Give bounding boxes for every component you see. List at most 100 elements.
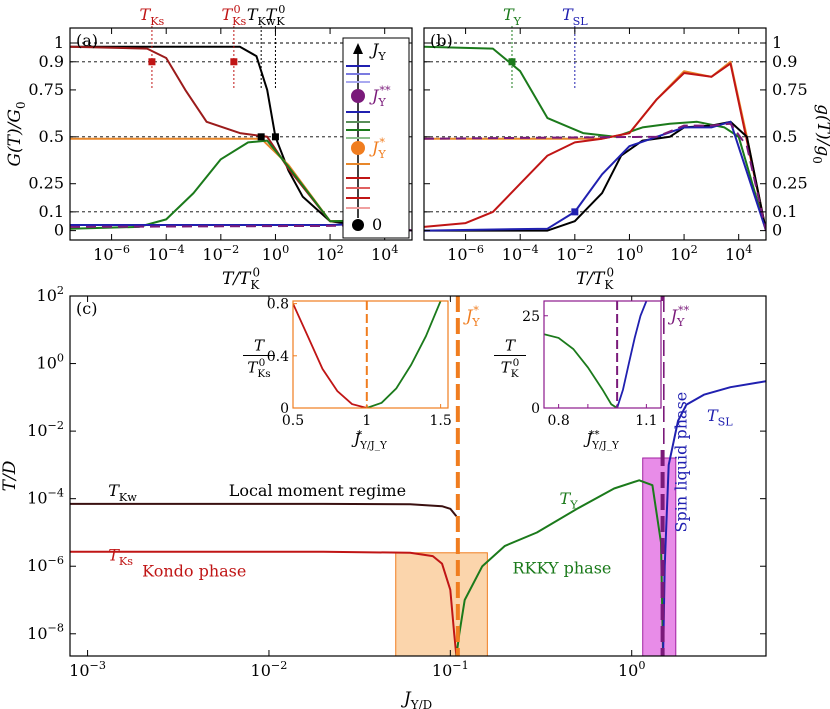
scale-marker — [257, 133, 265, 141]
y-tick-label: 0.1 — [772, 202, 797, 221]
annotation: Kondo phase — [142, 561, 246, 580]
x-tick-label: 100 — [618, 659, 645, 680]
inset-series-line — [293, 303, 368, 408]
scale-marker — [230, 58, 238, 66]
plot-frame — [423, 27, 767, 241]
x-tick-label: 100 — [616, 243, 643, 264]
series-group — [70, 380, 766, 656]
legend-label: JY** — [369, 84, 391, 109]
series-line-4 — [424, 120, 766, 232]
panel-label: (c) — [76, 299, 97, 318]
scale-label: TKw — [247, 5, 276, 28]
scale-label: TY — [503, 5, 522, 28]
x-tick-label: 10−6 — [447, 243, 484, 264]
x-tick-label: 10−2 — [251, 659, 288, 680]
y-tick-label: 0.5 — [39, 127, 64, 146]
y-axis-label: T/D — [0, 460, 20, 491]
inset-x-tick-label: 0.8 — [547, 413, 569, 429]
y-tick-label: 10−2 — [27, 419, 64, 440]
inset-x-tick-label: 1 — [362, 413, 371, 429]
y-tick-label: 10−8 — [27, 622, 64, 643]
x-tick-label: 10−2 — [556, 243, 593, 264]
series-group — [424, 45, 766, 232]
inset-series-line — [616, 301, 648, 408]
series-line-t-kw — [70, 502, 458, 517]
series-line-2 — [424, 62, 766, 231]
y-tick-label: 0 — [54, 221, 64, 240]
inset-series-line — [366, 301, 442, 408]
inset-series-line — [544, 333, 618, 408]
inset-y-label-den: TK0 — [501, 357, 520, 380]
x-tick-label: 10−2 — [202, 243, 239, 264]
inset-y-tick-label: 0.4 — [267, 349, 289, 365]
inset-x-axis-label: JY/J_Y** — [583, 428, 620, 451]
inset-y-label-num: T — [505, 337, 516, 355]
series-line-t-sl — [662, 380, 766, 656]
series-line-t-y — [455, 479, 665, 656]
y-tick-label: 0.9 — [772, 52, 797, 71]
y-tick-label: 0.1 — [39, 202, 64, 221]
inset-frame — [543, 300, 662, 409]
y-tick-label: 0.5 — [772, 127, 797, 146]
x-tick-label: 100 — [262, 243, 289, 264]
x-axis-label: JY/D — [401, 689, 432, 709]
inset-background — [253, 301, 450, 448]
scale-marker — [148, 58, 156, 66]
annotation: RKKY phase — [512, 559, 611, 578]
x-axis-label: T/TK0 — [222, 265, 260, 292]
legend-label: JY — [369, 40, 386, 63]
inset-x-axis-label: JY/J_Y* — [351, 428, 388, 451]
legend-dot — [352, 219, 364, 231]
inset-y-tick-label: 25 — [522, 309, 540, 325]
y-tick-label: 0.25 — [772, 174, 808, 193]
y-tick-label: 0.75 — [28, 80, 64, 99]
y-tick-label: 0.9 — [39, 52, 64, 71]
x-tick-label: 10−3 — [69, 659, 106, 680]
legend-dot — [351, 89, 365, 103]
series-line-3 — [424, 120, 766, 232]
plot-frame — [69, 27, 413, 241]
inset-background — [504, 301, 663, 448]
y-axis-label: G(T)/G0 — [5, 101, 28, 166]
x-axis-label: T/TK0 — [576, 265, 614, 292]
shaded-region-1 — [642, 457, 677, 656]
scale-marker — [508, 58, 516, 66]
critical-label: JY* — [463, 304, 480, 329]
x-tick-label: 10−6 — [93, 243, 130, 264]
scale-label: TKs — [140, 5, 165, 28]
series-line-5 — [424, 122, 766, 231]
y-tick-label: 0.75 — [772, 80, 808, 99]
legend-dot — [351, 141, 365, 155]
inset-x-tick-label: 1.1 — [635, 413, 657, 429]
x-tick-label: 104 — [725, 243, 752, 264]
x-tick-label: 10−4 — [502, 243, 539, 264]
annotation: TY — [560, 489, 579, 512]
series-line-t-ks — [70, 550, 458, 656]
panel-label: (b) — [430, 31, 453, 50]
shaded-region-0 — [395, 552, 488, 656]
inset-x-tick-label: 0.5 — [282, 413, 304, 429]
inset-y-label-num: T — [254, 337, 265, 355]
inset-y-tick-label: 0 — [531, 401, 540, 417]
scale-marker — [271, 133, 279, 141]
x-tick-label: 102 — [670, 243, 697, 264]
y-tick-label: 0 — [772, 221, 782, 240]
y-tick-label: 10−6 — [27, 554, 64, 575]
inset-y-tick-label: 0.8 — [267, 297, 289, 313]
x-tick-label: 10−1 — [432, 659, 469, 680]
annotation: Spin liquid phase — [671, 392, 690, 533]
arrow-up-icon — [353, 43, 363, 54]
inset-x-tick-label: 1.5 — [429, 413, 451, 429]
inset-frame — [292, 300, 449, 409]
x-tick-label: 104 — [371, 243, 398, 264]
x-tick-label: 10−4 — [148, 243, 185, 264]
panel-label: (a) — [76, 31, 98, 50]
critical-label: JY** — [668, 304, 690, 329]
legend-label: JY* — [369, 136, 386, 161]
annotation: TSL — [707, 406, 733, 429]
plot-frame — [69, 295, 767, 657]
annotation: TKs — [108, 545, 133, 568]
